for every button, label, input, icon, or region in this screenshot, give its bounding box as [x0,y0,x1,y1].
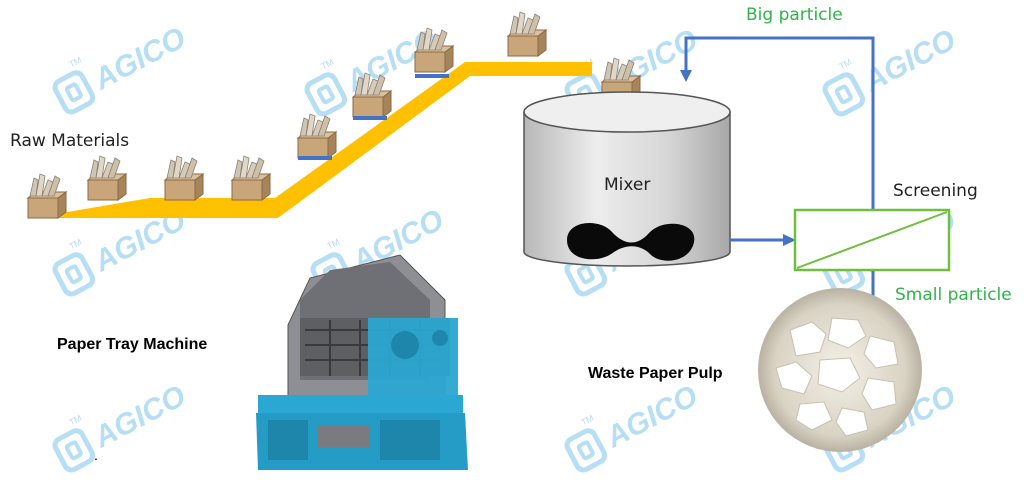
watermark-tm: TM [579,413,595,428]
cardboard-box-icon [297,113,337,159]
mixer-label: Mixer [604,175,651,195]
cardboard-box-icon [87,155,127,201]
blade-icon [567,222,695,261]
cardboard-box-icon [507,11,547,57]
watermark-tm: TM [67,55,83,70]
raw-materials-label: Raw Materials [10,131,130,151]
cardboard-box-icon [231,155,271,201]
agico-watermark: AGICO TM [46,379,191,473]
screening-label: Screening [893,181,978,201]
watermark-tm: TM [837,57,853,72]
agico-watermark: AGICO TM [816,23,961,117]
box-tray [298,156,332,160]
watermark-tm: TM [325,237,341,252]
box-tray [415,74,449,78]
cardboard-box-icon [164,155,204,201]
flow-arrows [680,36,875,300]
watermark-text: AGICO [600,379,703,455]
box-tray [353,116,387,120]
screening-box [793,208,951,272]
arrow-head [783,234,796,246]
watermark-tm: TM [67,237,83,252]
big-particle-return-arrow [684,36,875,210]
watermark-tm: TM [319,57,335,72]
stray-dot: . [94,447,98,463]
machine-picture [256,254,468,470]
waste-paper-pulp-label: Waste Paper Pulp [588,365,723,382]
mixer-tank [523,91,731,267]
big-particle-label: Big particle [746,5,843,25]
small-particle-label: Small particle [895,285,1012,305]
watermark-tm: TM [67,413,83,428]
conveyor-belt [32,62,592,218]
watermark-text: AGICO [88,379,191,455]
cardboard-box-icon [27,173,67,219]
raw-material-boxes [27,11,641,219]
paper-tray-machine-label: Paper Tray Machine [57,336,208,353]
watermark-text: AGICO [88,21,191,97]
pulp-picture [758,288,922,452]
agico-watermark: AGICO TM [46,21,191,115]
cardboard-box-icon [414,27,454,73]
arrow-head [680,70,692,82]
